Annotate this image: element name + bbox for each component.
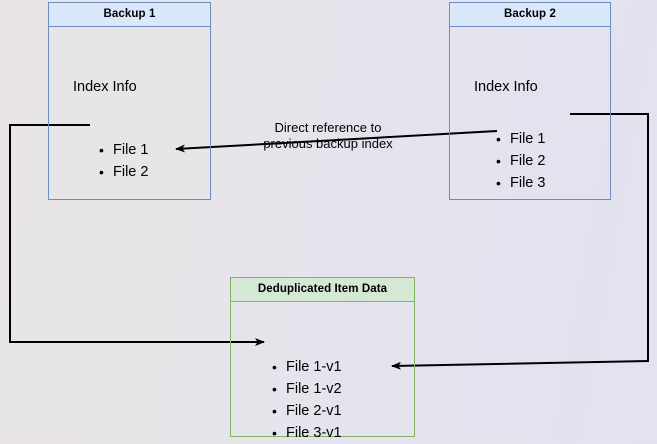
dedup-body: File 1-v1 File 1-v2 File 2-v1 File 3-v1 — [230, 302, 415, 444]
backup2-body: Index Info File 1 File 2 File 3 — [449, 27, 611, 200]
backup2-title: Backup 2 — [449, 2, 611, 27]
list-item: File 1-v2 — [272, 378, 342, 400]
deduplicated-item-data-box[interactable]: Deduplicated Item Data File 1-v1 File 1-… — [230, 277, 415, 444]
list-item: File 2 — [99, 161, 148, 183]
backup1-index-info-label: Index Info — [73, 79, 137, 95]
list-item: File 3-v1 — [272, 422, 342, 444]
direct-reference-line-2: previous backup index — [263, 136, 393, 151]
direct-reference-annotation: Direct reference to previous backup inde… — [248, 120, 408, 152]
list-item: File 2-v1 — [272, 400, 342, 422]
list-item: File 1 — [99, 139, 148, 161]
backup1-body: Index Info File 1 File 2 — [48, 27, 211, 200]
dedup-title: Deduplicated Item Data — [230, 277, 415, 302]
direct-reference-line-1: Direct reference to — [274, 120, 382, 135]
list-item: File 1-v1 — [272, 356, 342, 378]
list-item: File 2 — [496, 150, 545, 172]
list-item: File 1 — [496, 128, 545, 150]
backup2-file-list: File 1 File 2 File 3 — [496, 128, 545, 194]
backup2-box[interactable]: Backup 2 Index Info File 1 File 2 File 3 — [449, 2, 611, 200]
list-item: File 3 — [496, 172, 545, 194]
backup1-box[interactable]: Backup 1 Index Info File 1 File 2 — [48, 2, 211, 200]
dedup-file-list: File 1-v1 File 1-v2 File 2-v1 File 3-v1 — [272, 356, 342, 444]
backup1-file-list: File 1 File 2 — [99, 139, 148, 183]
backup1-title: Backup 1 — [48, 2, 211, 27]
backup2-index-info-label: Index Info — [474, 79, 538, 95]
